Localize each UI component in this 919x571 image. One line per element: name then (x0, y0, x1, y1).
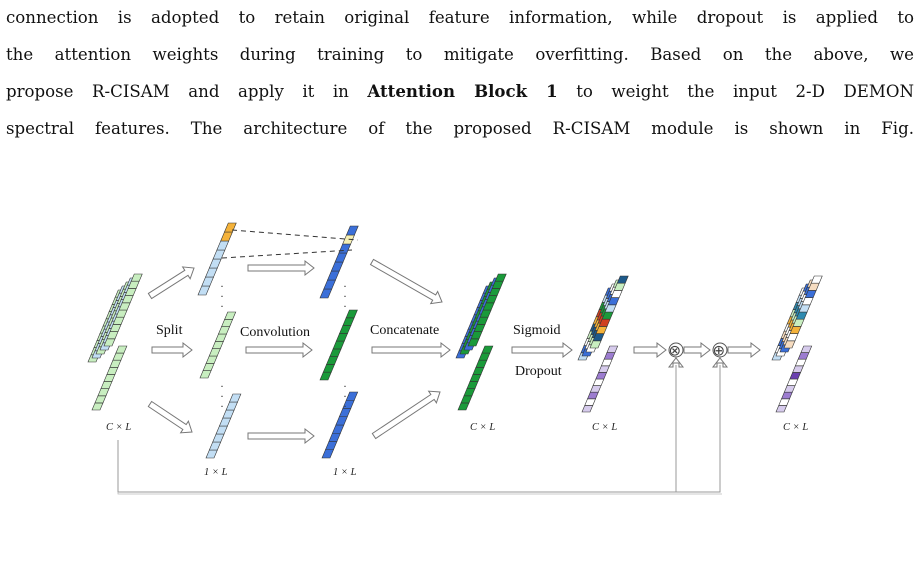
split-label: Split (156, 323, 183, 338)
concat-arrow-mid (371, 341, 451, 359)
output-dim-label: C × L (783, 422, 808, 433)
input-feature-strip (103, 273, 143, 347)
split-slice-top (197, 222, 237, 296)
split-slice-mid (199, 311, 237, 379)
concat-feature-strip (467, 273, 507, 347)
paragraph-line-2: the attention weights during training to… (6, 44, 914, 64)
concat-feature-strip-bottom (457, 345, 494, 411)
svg-text:·: · (343, 289, 347, 303)
conv-arrow-mid (245, 341, 313, 359)
conv-arrow-bottom (247, 427, 315, 445)
conv-slice-mid (319, 309, 358, 381)
r-cisam-architecture-figure: · · · · · · · · · · · · Split Convolutio… (87, 222, 823, 495)
paragraph-line-3-end: to weight the input 2-D DEMON (557, 82, 915, 102)
multiply-operator-icon (668, 342, 684, 358)
concat-dim-label: C × L (470, 422, 495, 433)
sigmoid-arrow (511, 341, 573, 359)
svg-text:·: · (343, 389, 347, 403)
weights-dim-label: C × L (592, 422, 617, 433)
output-feature-strip (783, 275, 823, 349)
conv-arrow-top (247, 259, 315, 277)
to-multiply-arrow (633, 341, 667, 359)
body-paragraph: connection is adopted to retain original… (6, 0, 914, 147)
to-add-arrow (683, 341, 711, 359)
split-dim-label: 1 × L (204, 467, 228, 478)
attention-weight-strip (589, 275, 629, 349)
paragraph-line-3-start: propose R-CISAM and apply it in (6, 82, 368, 102)
paragraph-line-3: propose R-CISAM and apply it in Attentio… (6, 73, 914, 111)
split-arrow-down (147, 400, 193, 434)
residual-arrow-multiply (667, 357, 685, 368)
dots-split: · (220, 279, 224, 293)
residual-arrow-add (711, 357, 729, 368)
split-arrow-mid (151, 341, 193, 359)
concat-arrow-bottom (371, 390, 441, 440)
split-arrow-up (147, 266, 195, 300)
conv-slice-top (319, 225, 359, 299)
input-dim-label: C × L (106, 422, 131, 433)
svg-text:·: · (220, 399, 224, 413)
svg-text:·: · (220, 389, 224, 403)
svg-text:·: · (343, 299, 347, 313)
svg-text:·: · (220, 379, 224, 393)
attention-block-reference: Attention Block 1 (367, 81, 558, 102)
paragraph-line-4: spectral features. The architecture of t… (6, 118, 914, 138)
sigmoid-label: Sigmoid (513, 323, 560, 338)
conv-dim-label: 1 × L (333, 467, 357, 478)
svg-text:·: · (343, 399, 347, 413)
input-feature-strip-bottom (91, 345, 128, 411)
dashed-link-bottom (221, 249, 353, 259)
conv-slice-bottom (321, 391, 359, 459)
dropout-label: Dropout (515, 364, 562, 379)
svg-text:·: · (220, 289, 224, 303)
to-output-arrow (727, 341, 761, 359)
split-slice-bottom (205, 393, 242, 459)
paragraph-line-1: connection is adopted to retain original… (6, 8, 914, 27)
multiply-symbol: ⊗ (669, 342, 682, 360)
svg-text:·: · (343, 379, 347, 393)
attention-weight-strip-bottom (581, 345, 619, 413)
svg-text:·: · (220, 299, 224, 313)
concatenate-label: Concatenate (370, 323, 439, 338)
dots-conv: · (343, 279, 347, 293)
convolution-label: Convolution (240, 325, 310, 340)
add-operator-icon (712, 342, 728, 358)
concat-arrow-top (369, 258, 443, 305)
add-symbol: ⊕ (713, 342, 726, 360)
dashed-link-top (231, 229, 359, 241)
output-feature-strip-bottom (775, 345, 813, 413)
residual-connection-line (117, 365, 721, 493)
